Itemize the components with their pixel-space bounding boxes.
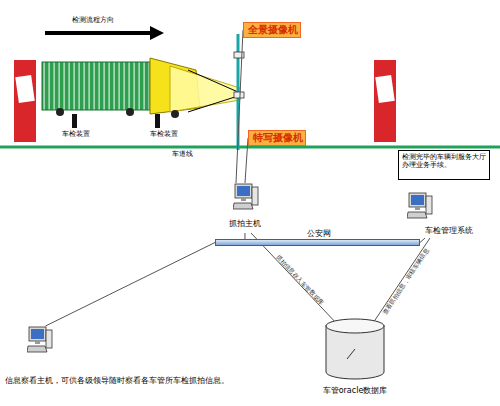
text-label: 车道线 xyxy=(172,151,193,159)
keyboard xyxy=(233,203,253,209)
exit-gate xyxy=(374,60,396,142)
node-text: 公安网 xyxy=(216,229,421,239)
tower xyxy=(252,187,258,205)
node-text: 车管oracle数据库 xyxy=(305,386,405,396)
connector-line xyxy=(371,238,430,326)
connector xyxy=(371,238,430,326)
screen xyxy=(31,329,44,339)
disk-mark xyxy=(347,349,355,359)
edge-label: 查看抓拍信息，审核车辆信息 xyxy=(381,248,429,316)
connector-line xyxy=(46,243,216,327)
node-text: 特写摄像机 xyxy=(249,132,307,144)
node-text: 信息察看主机，可供各级领导随时察看各车管所车检抓拍信息。 xyxy=(5,376,275,386)
camera-tag: 全景摄像机 xyxy=(243,22,301,38)
database-cylinder xyxy=(325,318,385,380)
screen xyxy=(411,195,424,205)
computer-icon xyxy=(233,183,259,213)
node-text: 检测完毕的车辆到服务大厅办理业务手续。 xyxy=(402,154,488,170)
note-box: 检测完毕的车辆到服务大厅办理业务手续。 xyxy=(398,150,490,180)
keyboard xyxy=(407,212,427,218)
computer-icon xyxy=(407,192,433,222)
text-label: 车检装置 xyxy=(62,131,90,139)
camera-tag: 特写摄像机 xyxy=(248,130,306,146)
capture-host: 抓拍主机 xyxy=(215,183,275,233)
cylinder-top xyxy=(326,319,384,333)
connector-line xyxy=(251,233,339,326)
monitor xyxy=(409,193,426,207)
connector xyxy=(251,233,339,326)
tower xyxy=(426,196,432,214)
entry-gate xyxy=(14,60,36,142)
database: 车管oracle数据库 xyxy=(315,318,395,398)
keyboard xyxy=(27,346,47,352)
connector xyxy=(236,30,243,183)
edge-label: 抓拍信息存入车管数据库 xyxy=(275,253,325,305)
computer-icon xyxy=(27,326,53,356)
connector-line xyxy=(236,30,243,183)
monitor xyxy=(235,184,252,198)
inspection-device xyxy=(72,114,160,128)
stand xyxy=(241,198,246,201)
flow-arrow xyxy=(45,26,164,40)
viewer-host: 信息察看主机，可供各级领导随时察看各车管所车检抓拍信息。 xyxy=(5,326,275,390)
stand xyxy=(415,207,420,210)
node-text: 全景摄像机 xyxy=(244,24,302,36)
tower xyxy=(46,330,52,348)
node-text: 车检管理系统 xyxy=(425,226,495,236)
stand xyxy=(35,341,40,344)
text-label: 检测流程方向 xyxy=(72,17,114,25)
connector-line xyxy=(420,238,425,243)
connector xyxy=(420,238,425,243)
node-text: 抓拍主机 xyxy=(215,219,275,229)
truck xyxy=(42,58,240,118)
management-host: 车检管理系统 xyxy=(395,190,495,238)
screen xyxy=(237,186,250,196)
text-label: 车检装置 xyxy=(150,131,178,139)
network-bar: 公安网 xyxy=(215,239,420,246)
connector xyxy=(46,243,216,327)
monitor xyxy=(29,327,46,341)
